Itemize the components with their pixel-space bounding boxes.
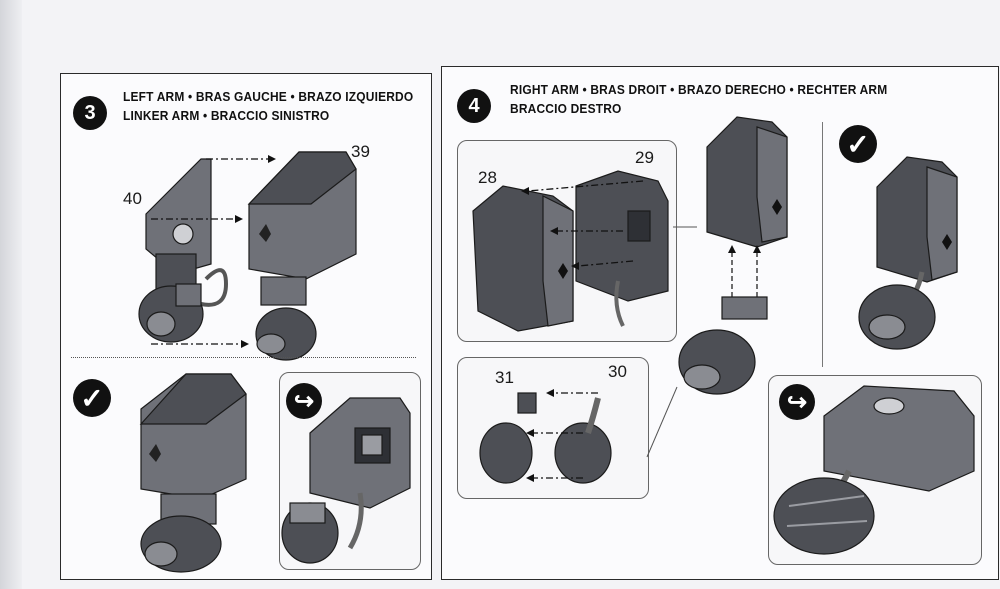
step-3-back-view-drawing xyxy=(281,397,411,564)
step-3-title-line1: LEFT ARM • BRAS GAUCHE • BRAZO IZQUIERDO xyxy=(123,89,414,104)
step-4-title-line2: BRACCIO DESTRO xyxy=(510,101,622,116)
completed-check-icon: ✓ xyxy=(73,379,111,417)
part-number-28: 28 xyxy=(478,168,497,187)
step-4-assembled-arm xyxy=(858,156,958,350)
part-number-31: 31 xyxy=(495,368,514,387)
step-4-divider xyxy=(822,122,823,367)
step-4-forearm-exploded-drawing xyxy=(479,389,612,484)
step-4-shoulder-exploded-drawing xyxy=(472,170,669,332)
step-4-back-view-box: ↪ xyxy=(768,375,982,565)
step-3-back-view-box: ↪ xyxy=(279,372,421,570)
step-4-callout-lines xyxy=(646,226,697,458)
step-4-badge: 4 xyxy=(457,89,491,123)
step-4-back-view-drawing xyxy=(773,385,975,555)
step-3-assembled-arm xyxy=(139,373,247,573)
step-3-title-line2: LINKER ARM • BRACCIO SINISTRO xyxy=(123,108,330,123)
rotate-view-icon: ↪ xyxy=(779,384,815,420)
step-3-divider xyxy=(71,357,416,358)
step-4-assembly-drawing xyxy=(678,116,788,395)
step-3-panel: 3 LEFT ARM • BRAS GAUCHE • BRAZO IZQUIER… xyxy=(60,73,432,580)
step-4-forearm-parts-box: 31 30 xyxy=(457,357,649,499)
step-4-title-line1: RIGHT ARM • BRAS DROIT • BRAZO DERECHO •… xyxy=(510,82,888,97)
step-4-panel: 4 RIGHT ARM • BRAS DROIT • BRAZO DERECHO… xyxy=(441,66,999,580)
step-3-exploded-drawing xyxy=(138,151,357,361)
part-number-29: 29 xyxy=(635,148,654,167)
completed-check-icon: ✓ xyxy=(839,125,877,163)
step-3-badge: 3 xyxy=(73,96,107,130)
page-binding xyxy=(0,0,22,589)
part-number-30: 30 xyxy=(608,362,627,381)
rotate-view-icon: ↪ xyxy=(286,383,322,419)
step-4-shoulder-parts-box: 28 29 xyxy=(457,140,677,342)
part-number-39: 39 xyxy=(351,142,370,161)
part-number-40: 40 xyxy=(123,189,142,208)
